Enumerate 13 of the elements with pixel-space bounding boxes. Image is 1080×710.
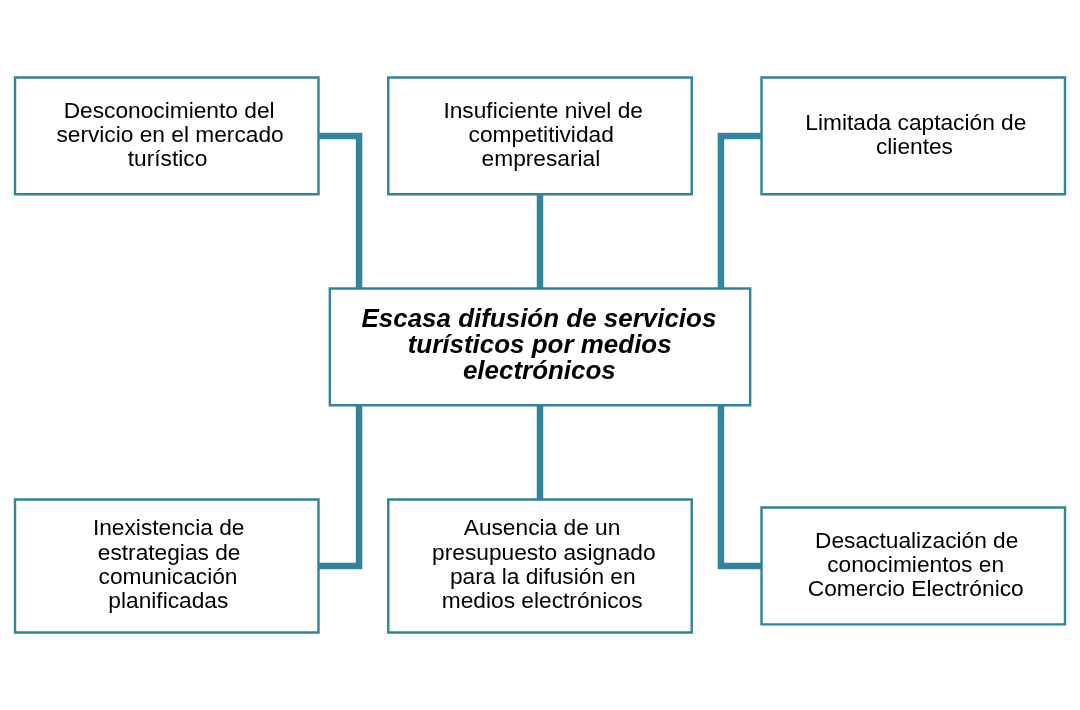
node-box: Insuficiente nivel de competitividad empresarial [387,76,693,196]
node-box: Inexistencia de estrategias de comunicación planificadas [13,498,320,634]
node-box: Desconocimiento del servicio en el mercado turístico [13,76,320,196]
node-box: Ausencia de un presupuesto asignado para la difusión en medios electrónicos [387,498,693,634]
connector [717,405,762,570]
node-box: Escasa difusión de servicios turísticos por medios electrónicos [328,287,752,407]
connector [536,405,544,500]
connector [717,132,762,289]
connector [318,132,363,289]
connector [318,405,363,570]
node-box: Limitada captación de clientes [760,76,1067,196]
connector [536,194,544,289]
node-box: Desactualización de conocimientos en Comercio Electrónico [760,506,1067,626]
